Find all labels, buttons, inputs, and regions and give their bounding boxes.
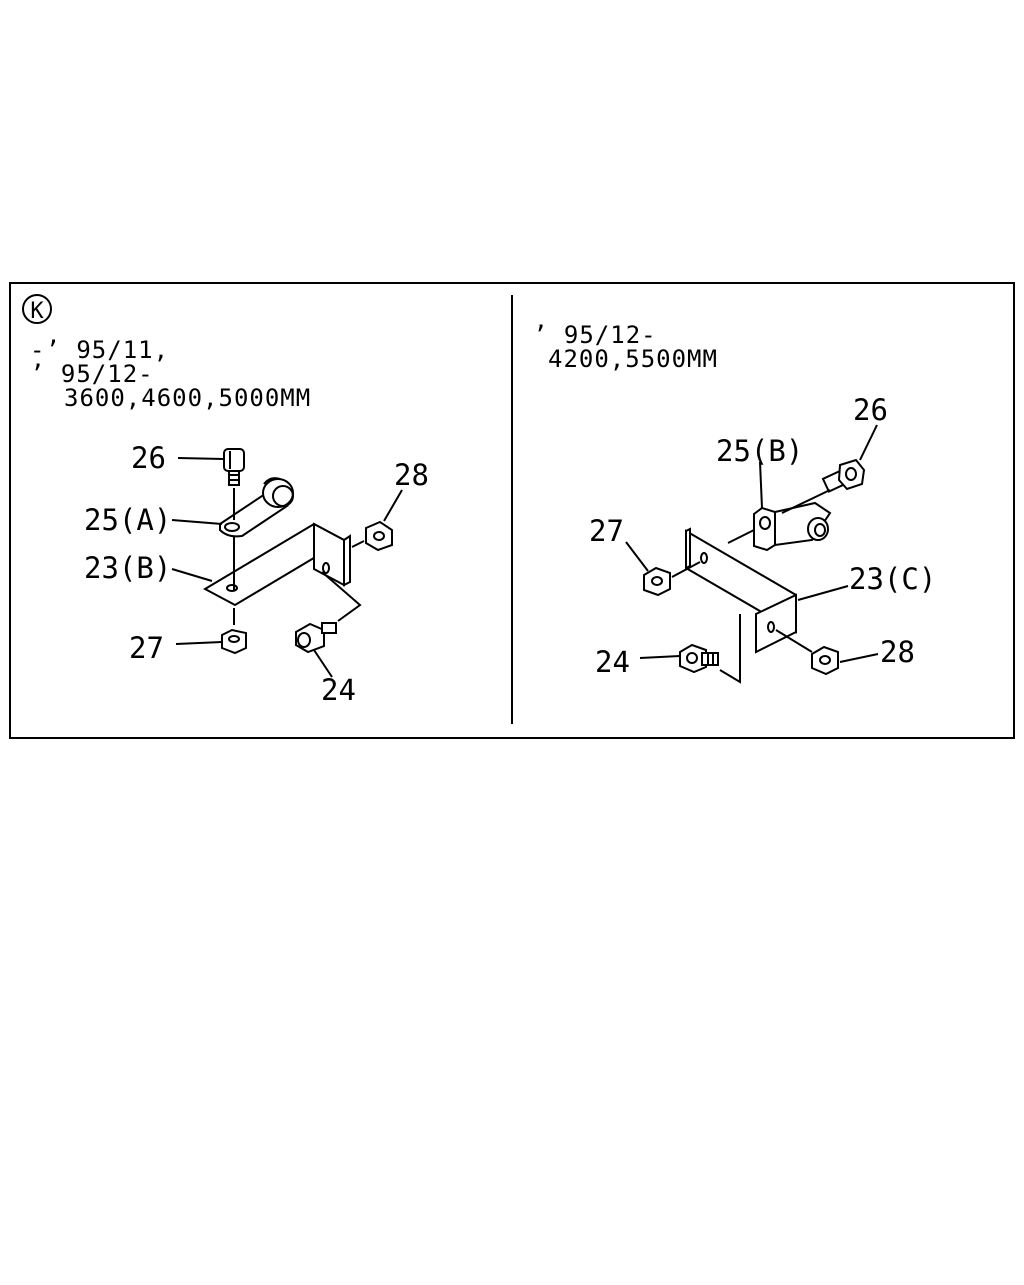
callout-24-right: 24 xyxy=(595,645,630,679)
callout-24-left: 24 xyxy=(321,673,356,707)
section-marker: K xyxy=(30,299,44,324)
nut-28-right xyxy=(811,645,839,676)
callout-26-left: 26 xyxy=(131,441,166,475)
callout-28-left: 28 xyxy=(394,458,429,492)
left-header-line-1: -’ 95/11, xyxy=(30,336,169,364)
callout-27-right: 27 xyxy=(589,514,624,548)
bracket-23b xyxy=(202,522,351,607)
clip-25b xyxy=(753,501,832,552)
bolt-24-left xyxy=(295,622,337,654)
callout-23c: 23(C) xyxy=(849,562,936,596)
callout-23b: 23(B) xyxy=(84,551,171,585)
bracket-23c xyxy=(685,527,797,654)
left-panel: K -’ 95/11, ’ 95/12- 3600,4600,5000MM xyxy=(22,294,429,707)
callout-27-left: 27 xyxy=(129,631,164,665)
nut-28-left xyxy=(365,520,393,552)
left-header-line-2: ’ 95/12- xyxy=(30,360,154,388)
callout-26-right: 26 xyxy=(853,393,888,427)
right-leader-lines xyxy=(625,424,879,684)
left-leader-lines xyxy=(171,457,403,678)
right-header-line-2: 4200,5500MM xyxy=(548,345,718,373)
right-header-line-1: ’ 95/12- xyxy=(533,321,657,349)
section-marker-circle xyxy=(22,294,52,324)
callout-25b: 25(B) xyxy=(716,434,803,468)
left-header-line-3: 3600,4600,5000MM xyxy=(64,384,311,412)
nut-27-right xyxy=(643,566,671,597)
bolt-26-right xyxy=(821,458,866,493)
callout-28-right: 28 xyxy=(880,635,915,669)
nut-27-left xyxy=(221,628,247,655)
callout-25a: 25(A) xyxy=(84,503,171,537)
right-panel: ’ 95/12- 4200,5500MM xyxy=(533,321,936,684)
bolt-26-left xyxy=(223,448,245,486)
diagram-frame xyxy=(9,282,1015,739)
clip-25a xyxy=(219,477,294,538)
bolt-24-right xyxy=(679,643,719,674)
